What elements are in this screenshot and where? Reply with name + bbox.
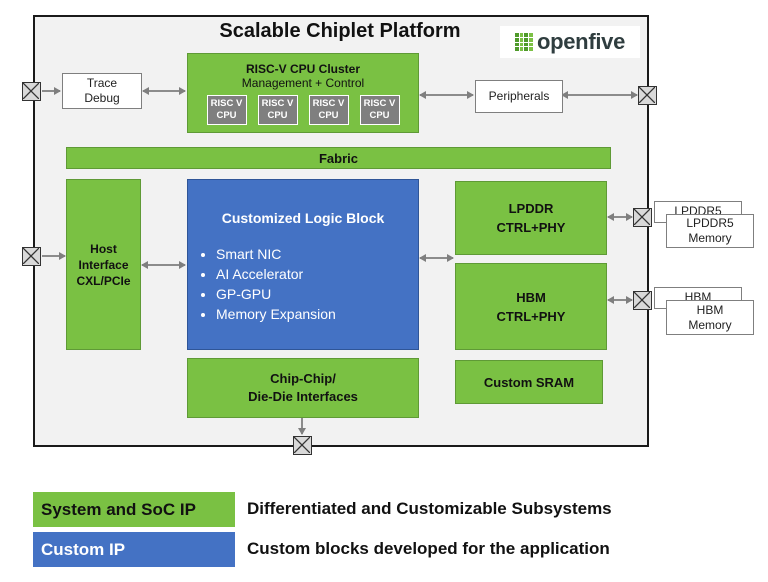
hbm-ctrl-line1: HBM <box>516 289 546 305</box>
port-x-icon <box>638 86 657 105</box>
chip-chip-line1: Chip-Chip/ <box>270 371 336 386</box>
custom-sram-block: Custom SRAM <box>455 360 603 404</box>
custom-logic-list: Smart NIC AI Accelerator GP-GPU Memory E… <box>198 244 418 324</box>
custom-logic-item: AI Accelerator <box>216 264 418 284</box>
legend-label: Custom IP <box>41 539 126 559</box>
port-x-icon <box>22 82 41 101</box>
fabric-bar: Fabric <box>66 147 611 169</box>
custom-logic-item: Smart NIC <box>216 244 418 264</box>
cpu-cluster-block: RISC-V CPU Cluster Management + Control … <box>187 53 419 133</box>
legend-description: Differentiated and Customizable Subsyste… <box>247 499 612 518</box>
lpddr-ctrl-block: LPDDR CTRL+PHY <box>455 181 607 255</box>
diagram-title: Scalable Chiplet Platform <box>219 20 461 42</box>
hbm-ctrl-block: HBM CTRL+PHY <box>455 263 607 350</box>
trace-debug-line2: Debug <box>84 91 120 105</box>
custom-sram-label: Custom SRAM <box>483 374 575 390</box>
custom-logic-title: Customized Logic Block <box>221 210 385 226</box>
lpddr-ctrl-line1: LPDDR <box>508 201 554 216</box>
openfive-logo: openfive <box>500 26 640 58</box>
fabric-label: Fabric <box>318 150 358 166</box>
logo-grid-icon <box>514 33 533 51</box>
lpddr5-front-line2: Memory <box>688 231 732 245</box>
cpu-cluster-subtitle: Management + Control <box>241 76 365 90</box>
port-x-icon <box>633 291 652 310</box>
lpddr5-memory-front: LPDDR5 Memory <box>666 214 754 248</box>
custom-logic-item: Memory Expansion <box>216 304 418 324</box>
cpu-cluster-title: RISC-V CPU Cluster <box>245 62 361 76</box>
custom-logic-item: GP-GPU <box>216 284 418 304</box>
peripherals-box: Peripherals <box>475 80 563 113</box>
legend-label: System and SoC IP <box>41 499 196 519</box>
lpddr5-front-line1: LPDDR5 <box>686 216 734 230</box>
host-interface-line2: Interface <box>78 257 129 272</box>
lpddr-ctrl-line2: CTRL+PHY <box>496 220 566 235</box>
hbm-memory-front: HBM Memory <box>666 300 754 335</box>
hbm-front-line2: Memory <box>688 317 732 332</box>
hbm-ctrl-line2: CTRL+PHY <box>496 308 566 324</box>
chip-chip-line2: Die-Die Interfaces <box>248 389 358 404</box>
peripherals-label: Peripherals <box>488 89 550 103</box>
trace-debug-line1: Trace <box>86 76 118 90</box>
hbm-front-line1: HBM <box>696 302 724 317</box>
logo-text: openfive <box>536 29 626 54</box>
port-x-icon <box>633 208 652 227</box>
port-x-icon <box>293 436 312 455</box>
port-x-icon <box>22 247 41 266</box>
host-interface-line3: CXL/PCIe <box>76 273 131 288</box>
host-interface-line1: Host <box>90 241 117 256</box>
legend-swatch-system-ip: System and SoC IP <box>33 492 235 527</box>
legend-description: Custom blocks developed for the applicat… <box>247 539 610 558</box>
host-interface-block: Host Interface CXL/PCIe <box>66 179 141 350</box>
trace-debug-box: Trace Debug <box>62 73 142 109</box>
custom-logic-block: Customized Logic Block Smart NIC AI Acce… <box>187 179 419 350</box>
legend-swatch-custom-ip: Custom IP <box>33 532 235 567</box>
chip-chip-block: Chip-Chip/ Die-Die Interfaces <box>187 358 419 418</box>
